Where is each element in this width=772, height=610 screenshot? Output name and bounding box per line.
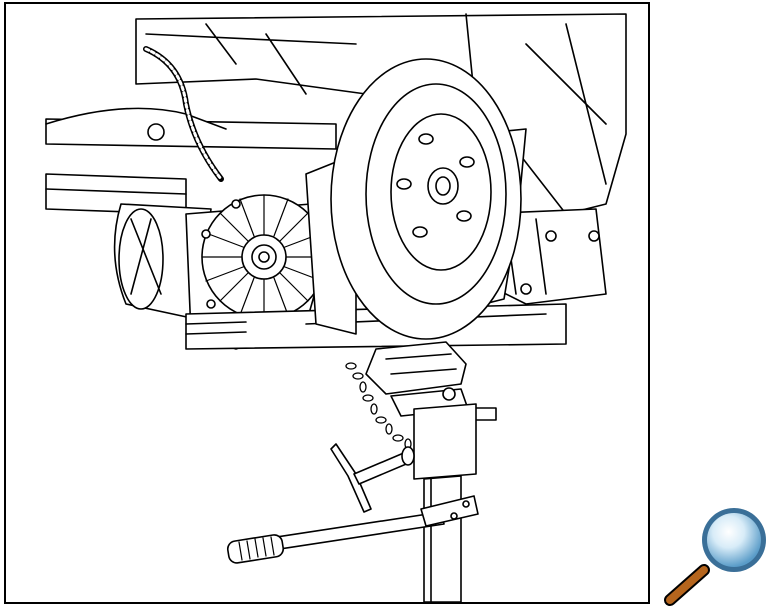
magnifier-icon	[664, 508, 766, 606]
brake-rotor	[330, 58, 522, 340]
chassis-body	[135, 13, 627, 215]
t-handle-valve	[330, 443, 415, 513]
jack-saddle	[365, 341, 497, 421]
suspension-jack-drawing	[45, 13, 627, 602]
cross-member	[45, 107, 337, 150]
jack-handle	[226, 495, 479, 564]
illustration-frame	[4, 2, 650, 604]
zoom-button[interactable]	[664, 500, 772, 608]
